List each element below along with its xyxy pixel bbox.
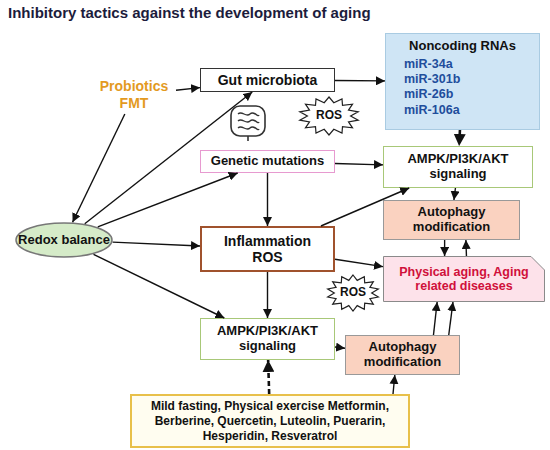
ellipse-node: Redox balance	[15, 222, 113, 258]
node-label: Noncoding RNAs	[409, 39, 516, 54]
node-label: Physical aging, Aging related diseases	[389, 265, 539, 294]
dashed-arrow	[458, 130, 461, 146]
connector-arrow	[444, 240, 445, 256]
node-label: Mild fasting, Physical exercise Metformi…	[140, 399, 400, 444]
process-box: Mild fasting, Physical exercise Metformi…	[130, 394, 410, 448]
intestine-end	[247, 136, 249, 141]
connector-arrow	[465, 240, 467, 256]
connector-arrow	[449, 302, 453, 335]
starburst-outline	[300, 97, 358, 135]
node-label: Autophagy modification	[384, 205, 519, 235]
diagram-title: Inhibitory tactics against the developme…	[8, 4, 371, 21]
node-label: Inflammation ROS	[218, 233, 318, 265]
connector-arrow	[113, 242, 200, 246]
process-box: AMPK/PI3K/AKT signaling	[200, 318, 335, 360]
node-label: ROS	[340, 286, 366, 300]
starburst-outline	[328, 275, 379, 311]
connector-arrow	[335, 347, 345, 348]
process-box: Gut microbiota	[200, 68, 335, 92]
connector-arrow	[73, 114, 125, 222]
process-box: Inflammation ROS	[200, 226, 335, 272]
connector-arrow	[267, 272, 268, 318]
process-box: Autophagy modification	[345, 335, 460, 375]
connector-arrow	[176, 88, 200, 91]
starburst-node: ROS	[326, 274, 380, 312]
connector-arrow	[98, 173, 238, 227]
connector-arrow	[433, 302, 437, 335]
outcome-outline	[384, 257, 545, 302]
connector-arrow	[393, 375, 395, 394]
node-label: AMPK/PI3K/AKT signaling	[384, 152, 532, 182]
connector-arrow	[335, 259, 383, 266]
connector-arrow	[267, 173, 268, 226]
outcome-box: Physical aging, Aging related diseases	[383, 256, 545, 302]
node-label: Autophagy modification	[346, 340, 459, 370]
connector-arrow	[335, 80, 385, 82]
process-box: Autophagy modification	[383, 200, 520, 240]
dashed-arrow	[268, 360, 269, 394]
starburst-node: ROS	[298, 96, 360, 136]
process-box: Genetic mutations	[200, 150, 335, 173]
node-label: AMPK/PI3K/AKT signaling	[201, 324, 334, 354]
node-label: Genetic mutations	[211, 154, 324, 169]
connector-arrow	[454, 188, 455, 200]
process-box: AMPK/PI3K/AKT signaling	[383, 146, 533, 188]
ellipse-outline	[16, 223, 112, 257]
intestine-outline	[231, 106, 265, 136]
node-label: Probiotics FMT	[95, 78, 173, 112]
node-label: Redox balance	[18, 233, 110, 248]
intestine-folds	[238, 113, 259, 130]
node-label: Gut microbiota	[218, 72, 318, 88]
node-label: ROS	[316, 109, 342, 123]
process-box: Probiotics FMT	[92, 76, 176, 114]
node-body: miR-34a miR-301b miR-26b miR-106a	[404, 57, 470, 118]
process-box: Noncoding RNAs miR-34a miR-301b miR-26b m…	[385, 33, 540, 130]
connector-arrow	[335, 163, 383, 164]
intestine-icon	[231, 106, 265, 141]
